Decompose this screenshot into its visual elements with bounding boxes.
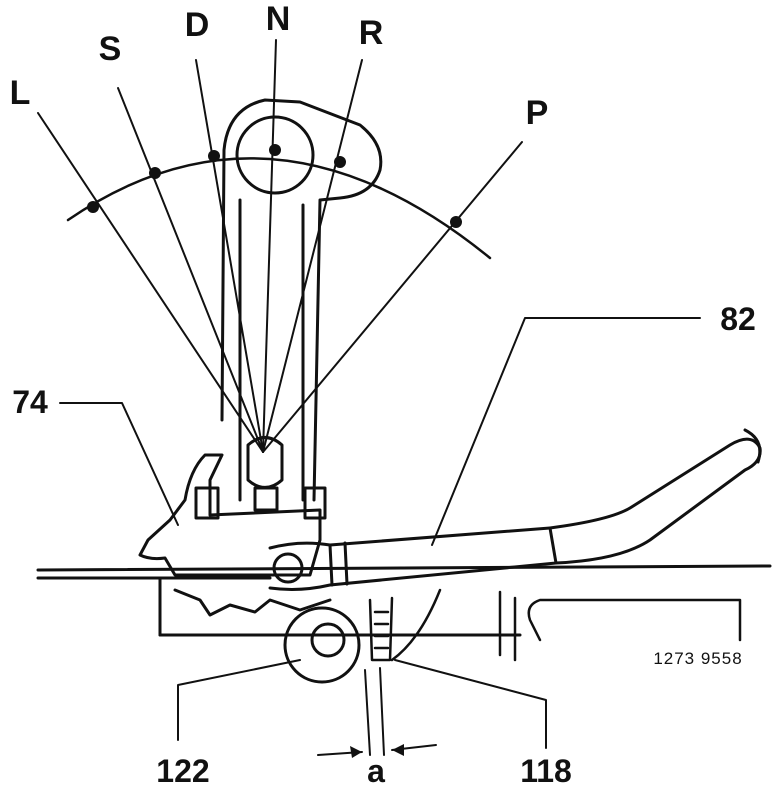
detent-spring: [368, 588, 442, 662]
callout-pin: 122: [156, 753, 209, 788]
position-label: P: [526, 94, 549, 132]
callout-detent: 118: [520, 753, 572, 788]
base-plate: [36, 564, 772, 637]
selector-arc: [66, 157, 492, 260]
position-label: N: [266, 0, 291, 38]
position-label: R: [359, 14, 384, 52]
leader-lines: [59, 317, 701, 756]
pin-roller: [283, 606, 361, 684]
position-label: L: [10, 74, 31, 112]
control-cable: [268, 428, 762, 591]
selector-lever: [138, 98, 383, 577]
callout-gap: a: [367, 753, 385, 788]
callout-cable: 82: [720, 301, 756, 337]
position-label: D: [185, 6, 210, 44]
position-label: S: [99, 30, 122, 68]
gap-arrow-left: [350, 746, 362, 758]
gap-arrow-right: [392, 744, 404, 756]
callout-lever: 74: [12, 384, 48, 420]
figure-code: 1273 9558: [653, 649, 742, 668]
position-dots: [87, 144, 462, 228]
bracket: [498, 590, 742, 662]
